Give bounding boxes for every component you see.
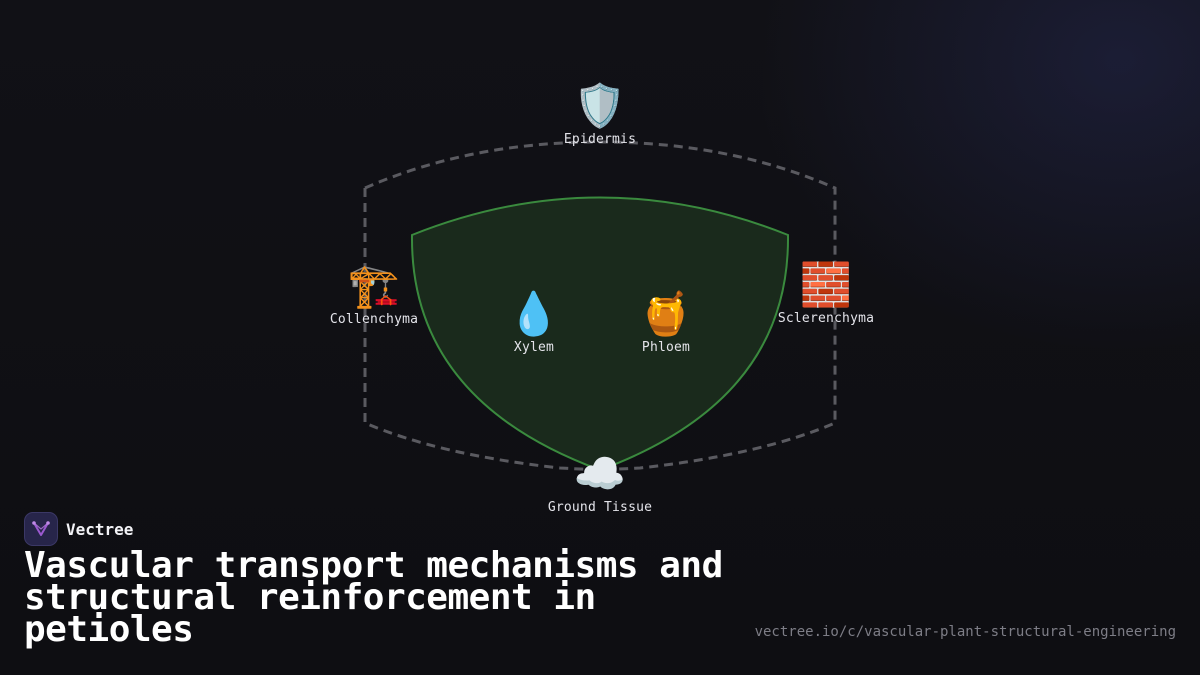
node-label-epidermis: Epidermis xyxy=(563,132,637,147)
outer-tissue-boundary xyxy=(363,140,837,472)
node-label-xylem: Xylem xyxy=(513,340,555,355)
shield-icon: 🛡️ xyxy=(573,81,627,130)
honey-pot-icon: 🍯 xyxy=(639,289,693,338)
node-label-phloem: Phloem xyxy=(641,340,691,355)
node-phloem: 🍯 Phloem xyxy=(639,289,693,356)
brand-name: Vectree xyxy=(66,519,134,539)
construction-crane-icon: 🏗️ xyxy=(347,261,401,310)
headline-line-3: petioles xyxy=(24,609,194,650)
headline: Vascular transport mechanisms and struct… xyxy=(24,548,784,648)
brand: Vectree xyxy=(24,512,133,546)
vascular-bundle-region xyxy=(410,196,790,472)
headline-line-2: structural reinforcement in xyxy=(24,577,596,618)
node-ground-tissue: ☁️ Ground Tissue xyxy=(547,449,653,516)
node-label-sclerenchyma: Sclerenchyma xyxy=(777,311,875,326)
node-xylem: 💧 Xylem xyxy=(507,289,561,356)
node-sclerenchyma: 🧱 Sclerenchyma xyxy=(777,260,875,327)
source-url[interactable]: vectree.io/c/vascular-plant-structural-e… xyxy=(754,624,1176,640)
vectree-logo-icon xyxy=(24,512,58,546)
node-label-collenchyma: Collenchyma xyxy=(329,312,419,327)
node-epidermis: 🛡️ Epidermis xyxy=(563,81,637,148)
brick-wall-icon: 🧱 xyxy=(799,260,853,309)
node-label-ground-tissue: Ground Tissue xyxy=(547,500,653,515)
node-collenchyma: 🏗️ Collenchyma xyxy=(329,261,419,328)
vectree-logo-mark xyxy=(32,521,50,536)
water-droplet-icon: 💧 xyxy=(507,289,561,338)
cloud-icon: ☁️ xyxy=(573,449,627,498)
headline-line-1: Vascular transport mechanisms and xyxy=(24,545,723,586)
